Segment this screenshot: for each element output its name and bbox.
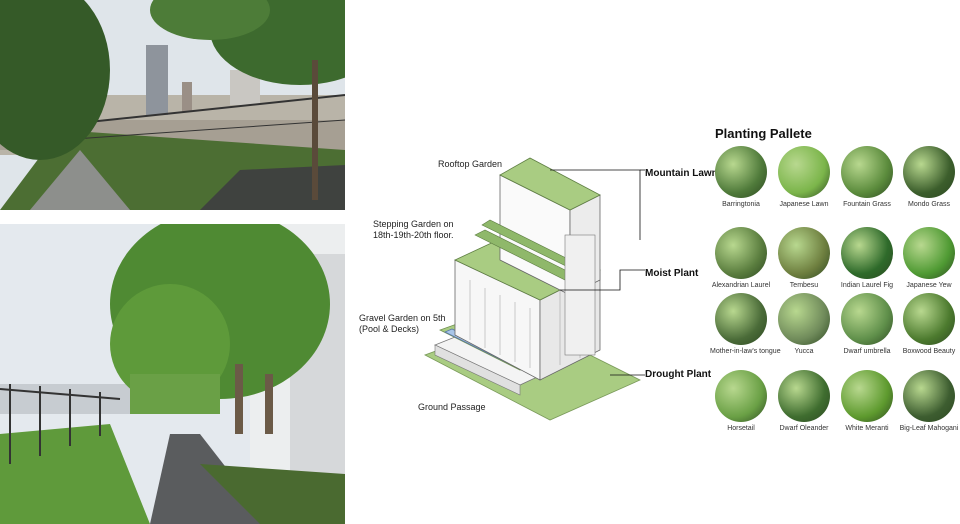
- plant-item: White Meranti: [836, 370, 898, 432]
- plant-item: Indian Laurel Fig: [836, 227, 898, 289]
- plant-name: Tembesu: [789, 282, 819, 289]
- plant-item: Boxwood Beauty: [898, 293, 960, 355]
- plant-item: Dwarf umbrella: [836, 293, 898, 355]
- plant-photo: [778, 227, 830, 279]
- plant-photo: [841, 293, 893, 345]
- stepping-garden-label-line1: Stepping Garden on: [373, 219, 454, 229]
- plant-item: Mondo Grass: [898, 146, 960, 208]
- drought-plant-callout: Drought Plant: [645, 369, 712, 380]
- rooftop-garden-photo: [0, 0, 345, 210]
- plant-name: Mother-in-law's tongue: [710, 348, 781, 355]
- plant-name: Alexandrian Laurel: [711, 282, 771, 289]
- plant-name: Japanese Lawn: [779, 201, 829, 208]
- plant-item: Big-Leaf Mahogani: [898, 370, 960, 432]
- planting-palette-title: Planting Pallete: [715, 126, 812, 141]
- plant-photo: [715, 293, 767, 345]
- plant-name: Barringtonia: [722, 201, 760, 208]
- moist-plant-callout: Moist Plant: [645, 268, 699, 279]
- building-axonometric-diagram: [424, 157, 645, 421]
- gravel-garden-label-line1: Gravel Garden on 5th: [359, 313, 446, 323]
- plant-name: Big-Leaf Mahogani: [899, 425, 959, 432]
- plant-photo: [841, 146, 893, 198]
- plant-item: Japanese Lawn: [773, 146, 835, 208]
- stepping-garden-photo: [0, 224, 345, 524]
- plant-item: Horsetail: [710, 370, 772, 432]
- plant-photo: [778, 293, 830, 345]
- plant-photo: [903, 146, 955, 198]
- plant-item: Tembesu: [773, 227, 835, 289]
- plant-photo: [841, 370, 893, 422]
- plant-name: Boxwood Beauty: [902, 348, 956, 355]
- plant-name: Indian Laurel Fig: [840, 282, 894, 289]
- plant-item: Dwarf Oleander: [773, 370, 835, 432]
- plant-item: Yucca: [773, 293, 835, 355]
- plant-photo: [841, 227, 893, 279]
- plant-item: Fountain Grass: [836, 146, 898, 208]
- plant-name: Japanese Yew: [906, 282, 952, 289]
- ground-passage-label: Ground Passage: [418, 402, 486, 412]
- plant-item: Alexandrian Laurel: [710, 227, 772, 289]
- plant-name: Fountain Grass: [843, 201, 891, 208]
- gravel-garden-label-line2: (Pool & Decks): [359, 324, 420, 334]
- plant-name: Dwarf Oleander: [779, 425, 829, 432]
- plant-photo: [715, 146, 767, 198]
- plant-name: White Meranti: [845, 425, 889, 432]
- plant-name: Horsetail: [727, 425, 755, 432]
- plant-photo: [715, 370, 767, 422]
- plant-photo: [903, 370, 955, 422]
- plant-photo: [778, 370, 830, 422]
- plant-item: Japanese Yew: [898, 227, 960, 289]
- plant-name: Dwarf umbrella: [843, 348, 891, 355]
- plant-photo: [715, 227, 767, 279]
- stepping-garden-label-line2: 18th-19th-20th floor.: [373, 230, 454, 240]
- plant-item: Mother-in-law's tongue: [710, 293, 781, 355]
- mountain-lawn-callout: Mountain Lawn: [645, 168, 718, 179]
- plant-photo: [903, 293, 955, 345]
- plant-photo: [778, 146, 830, 198]
- rooftop-garden-label: Rooftop Garden: [438, 159, 503, 169]
- plant-item: Barringtonia: [710, 146, 772, 208]
- plant-name: Yucca: [794, 348, 814, 355]
- plant-photo: [903, 227, 955, 279]
- plant-name: Mondo Grass: [907, 201, 951, 208]
